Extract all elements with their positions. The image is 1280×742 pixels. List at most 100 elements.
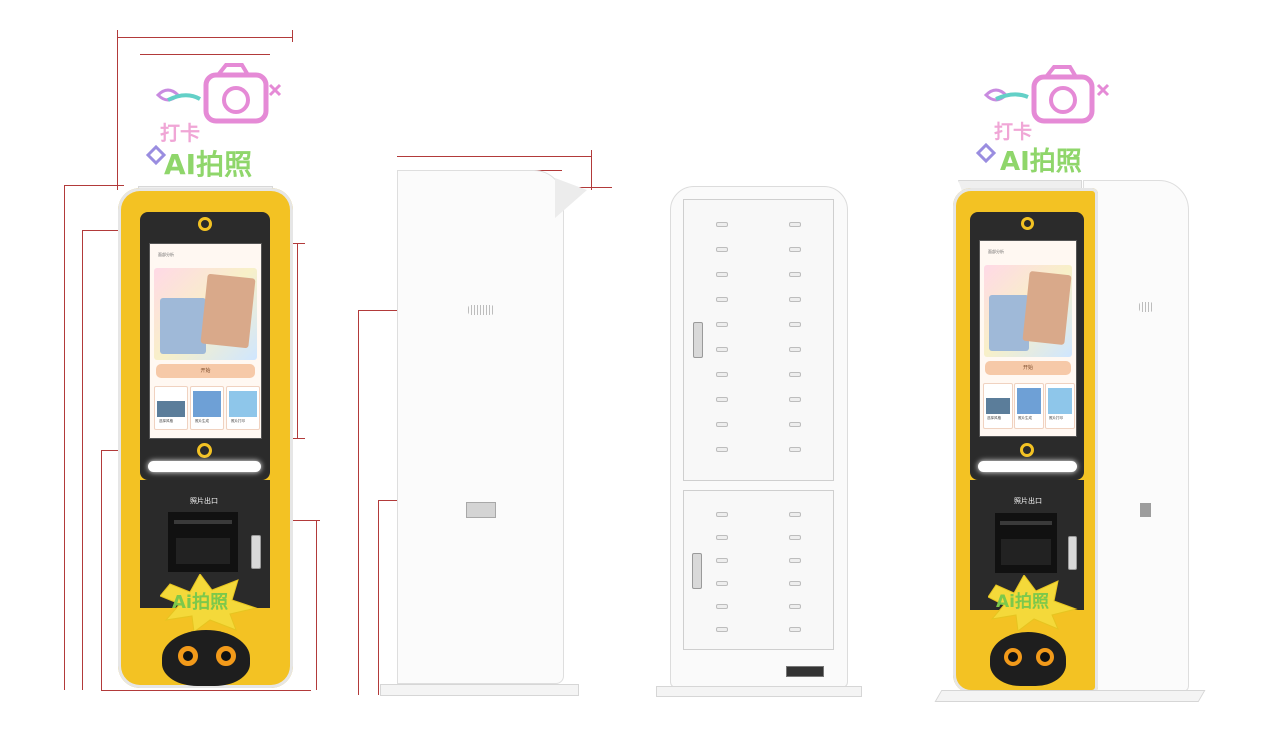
screen-hero-photo xyxy=(984,265,1072,357)
vent-slot-icon xyxy=(789,535,801,540)
dimension-line-camera-height xyxy=(101,450,102,690)
card-image xyxy=(229,391,257,417)
cat-eye-left xyxy=(176,644,200,668)
photo-outlet-slot xyxy=(1000,521,1052,525)
screen-card-3[interactable]: 照片打印 xyxy=(226,386,260,430)
camera-bottom-icon xyxy=(197,443,212,458)
cat-mascot-icon xyxy=(990,632,1066,686)
vent-slot-icon xyxy=(716,558,728,563)
vent-slot-icon xyxy=(716,422,728,427)
screen-card-3[interactable]: 照片打印 xyxy=(1045,383,1075,429)
cat-eye-right xyxy=(214,644,238,668)
screen-header-text: 面部分析 xyxy=(158,252,174,257)
dimension-line-body-top xyxy=(82,230,142,231)
vent-slot-icon xyxy=(716,535,728,540)
dimension-line-height-top xyxy=(64,185,124,186)
dimension-line-bottom xyxy=(101,690,311,691)
vent-slot-icon xyxy=(789,447,801,452)
neon-text-line2: AI拍照 xyxy=(164,148,253,181)
screen-photo-portrait-left xyxy=(989,295,1029,351)
vent-slot-icon xyxy=(716,222,728,227)
side-vent-icon xyxy=(1139,302,1153,312)
door-lock-handle[interactable] xyxy=(251,535,261,569)
vent-slot-icon xyxy=(716,247,728,252)
vent-slot-icon xyxy=(716,347,728,352)
screen-card-2[interactable]: 照片生成 xyxy=(190,386,224,430)
vent-slot-icon xyxy=(789,272,801,277)
power-socket-icon[interactable] xyxy=(786,666,824,677)
ai-sticker: Ai拍照 xyxy=(988,575,1078,631)
lower-door-handle[interactable] xyxy=(692,553,702,589)
kiosk-screen: 面部分析 开始 选择风格 照片生成 照片打印 xyxy=(149,243,262,439)
dimension-line-outlet-height xyxy=(316,520,317,690)
screen-card-1[interactable]: 选择风格 xyxy=(983,383,1013,429)
card-image xyxy=(986,398,1010,414)
screen-card-1[interactable]: 选择风格 xyxy=(154,386,188,430)
neon-text-line1: 打卡 xyxy=(160,121,200,145)
cat-mascot-icon xyxy=(162,630,250,686)
start-button[interactable]: 开始 xyxy=(156,364,255,378)
neon-sign: 打卡 AI拍照 xyxy=(138,55,288,185)
fill-light-bar xyxy=(978,461,1077,472)
photo-outlet[interactable] xyxy=(168,512,238,572)
starburst-icon xyxy=(160,574,258,632)
kiosk-screen-perspective: 面部分析 开始 选择风格 照片生成 照片打印 xyxy=(979,240,1077,437)
vent-slot-icon xyxy=(716,397,728,402)
photo-outlet[interactable] xyxy=(995,513,1057,573)
dimension-line-width-sign xyxy=(140,54,270,55)
card-caption: 照片打印 xyxy=(1049,416,1063,420)
side-visor xyxy=(555,178,587,218)
side-handle[interactable] xyxy=(1140,503,1151,517)
vent-slot-icon xyxy=(716,372,728,377)
dimension-line-left-tick xyxy=(117,30,118,190)
photo-outlet-label: 照片出口 xyxy=(190,497,218,505)
vent-slot-icon xyxy=(716,447,728,452)
vent-slot-icon xyxy=(789,581,801,586)
door-lock-handle[interactable] xyxy=(1068,536,1077,570)
back-upper-door xyxy=(683,199,834,481)
vent-slot-icon xyxy=(789,604,801,609)
vent-slot-icon xyxy=(789,512,801,517)
dimension-line-body-height xyxy=(82,230,83,690)
vent-slot-icon xyxy=(716,581,728,586)
screen-photo-portrait-right xyxy=(1022,270,1072,346)
upper-door-handle[interactable] xyxy=(693,322,703,358)
card-caption: 照片打印 xyxy=(231,419,245,423)
photo-outlet-tray xyxy=(176,538,230,564)
vent-slot-icon xyxy=(789,322,801,327)
dimension-line-depth-top xyxy=(397,156,591,157)
perspective-base-plate xyxy=(934,690,1206,702)
screen-hero-photo xyxy=(154,268,257,360)
neon-camera-icon xyxy=(975,65,1110,164)
fill-light-bar xyxy=(148,461,261,472)
card-caption: 照片生成 xyxy=(1018,416,1032,420)
vent-slot-icon xyxy=(716,627,728,632)
cat-eye-right xyxy=(1034,646,1056,668)
vent-slot-icon xyxy=(716,272,728,277)
neon-text-line2: AI拍照 xyxy=(1000,147,1082,177)
ai-sticker-text: Ai拍照 xyxy=(172,592,229,613)
dimension-line-side-tick xyxy=(591,150,592,190)
camera-top-icon xyxy=(198,217,212,231)
side-handle[interactable] xyxy=(466,502,496,518)
neon-sign-perspective: 打卡 AI拍照 xyxy=(972,55,1122,180)
dimension-line-handle-height xyxy=(378,500,379,695)
photo-outlet-slot xyxy=(174,520,232,524)
neon-camera-icon xyxy=(145,63,282,166)
card-image xyxy=(157,401,185,417)
vent-slot-icon xyxy=(789,347,801,352)
card-image xyxy=(193,391,221,417)
vent-slot-icon xyxy=(789,297,801,302)
kiosk-side-perspective xyxy=(1083,180,1189,692)
starburst-icon xyxy=(988,575,1078,631)
screen-header-text: 面部分析 xyxy=(988,249,1004,254)
vent-slot-icon xyxy=(789,372,801,377)
vent-slot-icon xyxy=(716,604,728,609)
dimension-line-width-top xyxy=(117,37,293,38)
back-lower-door xyxy=(683,490,834,650)
vent-slot-icon xyxy=(716,297,728,302)
start-button[interactable]: 开始 xyxy=(985,361,1071,375)
screen-card-2[interactable]: 照片生成 xyxy=(1014,383,1044,429)
vent-slot-icon xyxy=(789,422,801,427)
vent-slot-icon xyxy=(789,558,801,563)
